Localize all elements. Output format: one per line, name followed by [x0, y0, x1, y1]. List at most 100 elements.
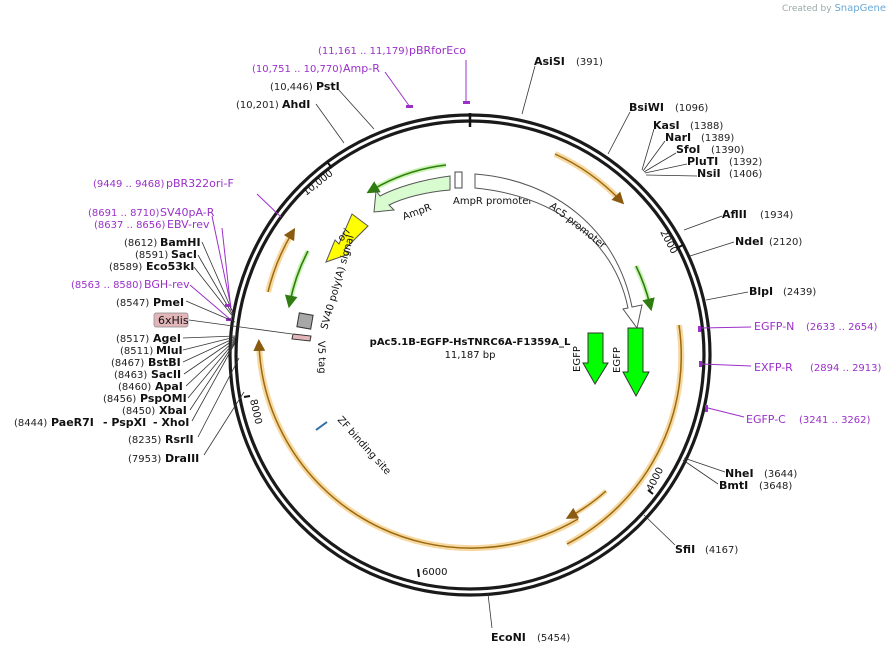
site-psppomi-name: PspOMI	[140, 392, 187, 405]
egfp-label-1: EGFP	[572, 346, 583, 372]
site-paer7i-pos: (8444)	[14, 418, 47, 429]
site-ndei-name: NdeI	[735, 235, 764, 248]
primer-egfpc-name: EGFP-C	[746, 413, 786, 426]
v5-tag-label: V5 tag	[315, 341, 327, 374]
site-ahdi-pos: (10,201)	[236, 100, 279, 111]
zf-binding-site-feature	[315, 421, 328, 431]
site-aflii-pos: (1934)	[760, 210, 793, 221]
ampr-promoter-label: AmpR promoter	[453, 196, 533, 207]
ori-feature	[325, 213, 369, 263]
snapgene-credit: Created by SnapGene	[782, 3, 886, 14]
primer-leader-pbr322ori	[256, 193, 282, 218]
plasmid-size: 11,187 bp	[445, 350, 496, 361]
primer-ampr-name: Amp-R	[343, 62, 380, 75]
primer-exfpr-pos: (2894 .. 2913)	[810, 363, 882, 374]
site-eco53ki-name: Eco53kI	[146, 260, 194, 273]
primer-bgh-pos: (8563 .. 8580)	[71, 280, 143, 291]
primer-egfpc-pos: (3241 .. 3262)	[799, 415, 871, 426]
site-asisi-pos: (391)	[576, 57, 603, 68]
site-paer7i-name: PaeR7I	[51, 416, 94, 429]
his-tag-badge	[153, 312, 189, 328]
primer-ebv-pos: (8637 .. 8656)	[94, 220, 166, 231]
site-saci-pos: (8591)	[135, 250, 168, 261]
primer-pbr322ori-pos: (9449 .. 9468)	[93, 179, 165, 190]
site-mlui-pos: (8511)	[120, 346, 153, 357]
site-kasi-name: KasI	[653, 119, 680, 132]
primer-leader-ampr	[384, 71, 411, 108]
site-ndei-pos: (2120)	[769, 237, 802, 248]
primer-bgh-name: BGH-rev	[144, 278, 190, 291]
site-bamhi-name: BamHI	[160, 236, 201, 249]
site-bmti-pos: (3648)	[759, 481, 792, 492]
tick-10000	[327, 162, 333, 169]
leader-ahdi	[315, 103, 345, 144]
primer-egfpn-name: EGFP-N	[754, 320, 794, 333]
leader-psti	[337, 88, 375, 130]
tick-6000	[417, 568, 420, 578]
site-aflii-name: AflII	[722, 208, 747, 221]
site-econi-name: EcoNI	[491, 631, 526, 644]
site-econi-pos: (5454)	[537, 633, 570, 644]
site-sfoi-pos: (1390)	[711, 145, 744, 156]
site-blpi-name: BlpI	[749, 285, 773, 298]
primer-pbrforeco-name: pBRforEco	[409, 44, 466, 57]
insert-arc-orange	[565, 324, 685, 547]
ampr-promoter-feature	[454, 171, 463, 189]
site-ahdi-name: AhdI	[282, 98, 310, 111]
site-psppomi-pos: (8456)	[103, 394, 136, 405]
v5-tag-feature	[291, 333, 312, 342]
site-bsiwi-name: BsiWI	[629, 101, 664, 114]
site-apai-pos: (8460)	[118, 382, 151, 393]
site-xbai-pos: (8450)	[122, 406, 155, 417]
primer-sv40pa-pos: (8691 .. 8710)	[88, 208, 160, 219]
primer-egfpn-pos: (2633 .. 2654)	[806, 322, 878, 333]
ampr-feature	[373, 175, 451, 213]
site-pspxi-name: - PspXI	[103, 416, 146, 429]
ampr-label: AmpR	[401, 202, 433, 223]
site-nsii-pos: (1406)	[729, 169, 762, 180]
site-nhei-name: NheI	[725, 467, 754, 480]
leader-nhei	[683, 457, 726, 473]
site-kasi-pos: (1388)	[690, 121, 723, 132]
site-saci-name: SacI	[171, 248, 197, 261]
primer-ampr-pos: (10,751 .. 10,770)	[252, 64, 343, 75]
site-psti-name: PstI	[316, 80, 340, 93]
site-nhei-pos: (3644)	[764, 469, 797, 480]
leader-asisi	[521, 65, 536, 115]
site-pmei-pos: (8547)	[116, 298, 149, 309]
site-sfoi-name: SfoI	[676, 143, 700, 156]
site-apai-name: ApaI	[155, 380, 183, 393]
leader-aflii	[683, 215, 723, 231]
primer-ampr-mark	[406, 105, 413, 108]
site-agei-pos: (8517)	[116, 334, 149, 345]
primer-pbrforeco-mark	[463, 101, 470, 104]
leader-ndei	[689, 241, 735, 257]
site-draiii-pos: (7953)	[128, 454, 161, 465]
leader-blpi	[705, 291, 749, 301]
site-mlui-name: MluI	[156, 344, 183, 357]
tick-4000	[647, 489, 654, 495]
credit-text: Created by	[782, 4, 832, 14]
site-pluti-pos: (1392)	[729, 157, 762, 168]
site-nsii-name: NsiI	[697, 167, 721, 180]
primer-ebv-name: EBV-rev	[167, 218, 210, 231]
site-rsrii-pos: (8235)	[128, 435, 161, 446]
site-bamhi-pos: (8612)	[124, 238, 157, 249]
snapgene-logo: SnapGene	[834, 3, 886, 14]
sv40-feature	[296, 312, 314, 330]
site-eco53ki-pos: (8589)	[109, 262, 142, 273]
green-arc-left	[287, 249, 311, 303]
site-xhoi-name: - XhoI	[153, 416, 189, 429]
leader-bsiwi	[607, 111, 631, 155]
site-rsrii-name: RsrII	[165, 433, 194, 446]
egfp-feature-1	[582, 332, 609, 385]
tick-2000	[676, 244, 684, 249]
his-tag-label: 6xHis	[158, 314, 189, 327]
site-bmti-name: BmtI	[719, 479, 748, 492]
site-bsiwi-pos: (1096)	[675, 103, 708, 114]
site-nari-pos: (1389)	[701, 133, 734, 144]
site-bstbi-name: BstBI	[148, 356, 181, 369]
site-sfii-name: SfiI	[675, 543, 695, 556]
primer-pbrforeco-pos: (11,161 .. 11,179)	[318, 46, 409, 57]
